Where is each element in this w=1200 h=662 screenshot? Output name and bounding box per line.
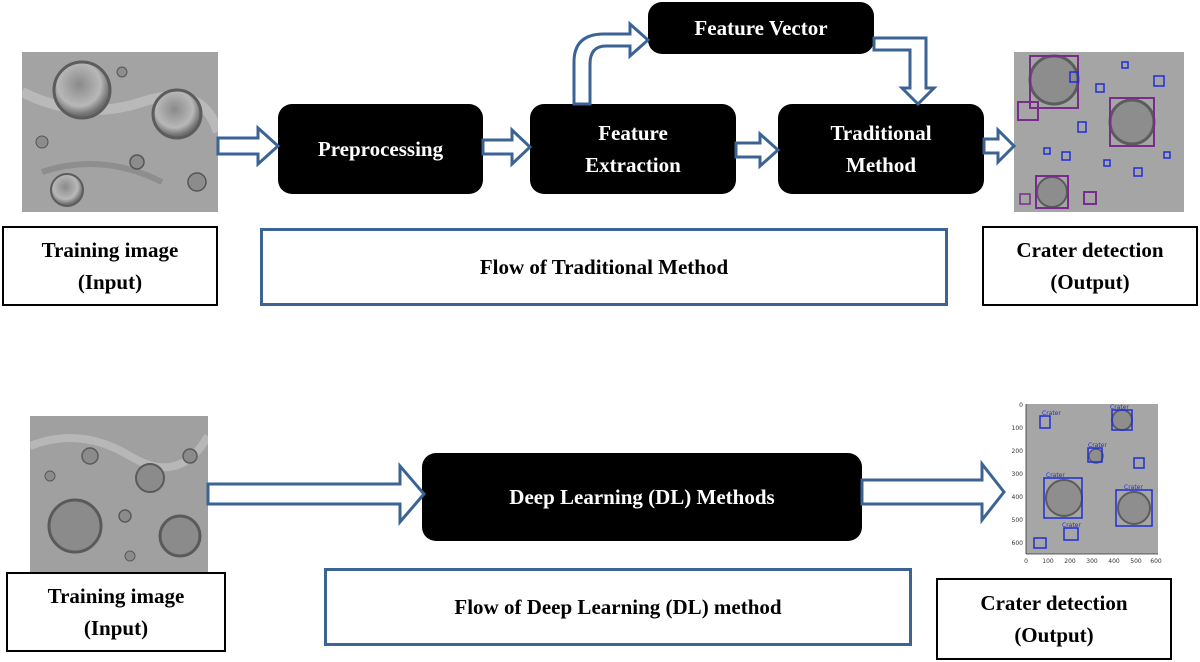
- dl-flow-label: Flow of Deep Learning (DL) method: [324, 568, 912, 646]
- dl-input-label-line2: (Input): [83, 616, 149, 640]
- detection-box: [1063, 527, 1079, 541]
- dl-input-image: [30, 416, 208, 572]
- detection-box: [1121, 61, 1129, 69]
- traditional-output-label: Crater detection (Output): [982, 226, 1198, 306]
- dl-output-plot: Crater Crater Crater Crater Crater Crate…: [1004, 398, 1166, 568]
- detection-box: [1035, 175, 1069, 209]
- detection-box: [1133, 457, 1145, 469]
- traditional-input-image: [22, 52, 218, 212]
- y-tick-label: 100: [1012, 425, 1024, 432]
- detection-box: [1115, 489, 1153, 527]
- feature-extraction-label-line2: Extraction: [585, 153, 681, 177]
- dl-flow-label-text: Flow of Deep Learning (DL) method: [454, 594, 782, 619]
- y-tick-label: 600: [1012, 540, 1024, 547]
- detection-box: [1111, 409, 1133, 431]
- traditional-method-step: Traditional Method: [778, 104, 984, 194]
- traditional-method-label-line1: Traditional: [830, 121, 932, 145]
- x-tick-label: 500: [1130, 558, 1142, 565]
- detection-box: [1061, 151, 1071, 161]
- dl-output-label: Crater detection (Output): [936, 578, 1172, 660]
- feature-extraction-label-line1: Feature: [598, 121, 668, 145]
- crater-tag: Crater: [1046, 472, 1065, 479]
- crater-tag: Crater: [1062, 522, 1081, 529]
- deep-learning-step: Deep Learning (DL) Methods: [422, 453, 862, 541]
- detection-box: [1077, 121, 1087, 133]
- traditional-method-label-line2: Method: [846, 153, 916, 177]
- detection-box: [1069, 71, 1079, 83]
- y-tick-label: 400: [1012, 494, 1024, 501]
- curved-arrow-icon: [572, 20, 651, 106]
- dl-input-label: Training image (Input): [6, 572, 226, 652]
- x-tick-label: 600: [1150, 558, 1162, 565]
- detection-box: [1083, 191, 1097, 205]
- bent-arrow-icon: [872, 36, 938, 107]
- traditional-input-label-line2: (Input): [77, 270, 143, 294]
- dl-output-label-line2: (Output): [1014, 623, 1094, 647]
- traditional-output-image: [1014, 52, 1184, 212]
- arrow-right-icon: [860, 459, 1006, 525]
- detection-box: [1087, 447, 1103, 463]
- detection-box: [1163, 151, 1171, 159]
- traditional-output-label-line1: Crater detection: [1016, 238, 1164, 262]
- detection-box: [1043, 147, 1051, 155]
- dl-input-label-line1: Training image: [47, 584, 185, 608]
- detection-box: [1019, 193, 1031, 205]
- x-tick-label: 300: [1086, 558, 1098, 565]
- crater-tag: Crater: [1110, 404, 1129, 411]
- detection-box: [1095, 83, 1105, 93]
- crater-tag: Crater: [1042, 410, 1061, 417]
- traditional-input-label: Training image (Input): [2, 226, 218, 306]
- arrow-right-icon: [982, 126, 1017, 166]
- x-tick-label: 400: [1108, 558, 1120, 565]
- detection-box: [1133, 167, 1143, 177]
- traditional-flow-label: Flow of Traditional Method: [260, 228, 948, 306]
- y-tick-label: 300: [1012, 471, 1024, 478]
- arrow-right-icon: [734, 130, 781, 170]
- traditional-flow-label-text: Flow of Traditional Method: [479, 254, 729, 279]
- feature-extraction-step: Feature Extraction: [530, 104, 736, 194]
- preprocessing-label: Preprocessing: [317, 137, 444, 161]
- y-tick-label: 200: [1012, 448, 1024, 455]
- crater-tag: Crater: [1088, 442, 1107, 449]
- deep-learning-label: Deep Learning (DL) Methods: [509, 485, 775, 509]
- feature-vector-label: Feature Vector: [694, 16, 828, 40]
- detection-box: [1017, 101, 1039, 121]
- detection-box: [1033, 537, 1047, 549]
- preprocessing-step: Preprocessing: [278, 104, 483, 194]
- arrow-right-icon: [481, 126, 533, 168]
- detection-box: [1153, 75, 1165, 87]
- detection-box: [1109, 97, 1155, 147]
- x-tick-label: 0: [1024, 558, 1028, 565]
- dl-output-label-line1: Crater detection: [980, 591, 1128, 615]
- y-tick-label: 500: [1012, 517, 1024, 524]
- detection-box: [1039, 415, 1051, 429]
- detection-box: [1043, 477, 1083, 519]
- crater-tag: Crater: [1124, 484, 1143, 491]
- arrow-right-icon: [206, 461, 426, 527]
- x-tick-label: 100: [1042, 558, 1054, 565]
- feature-vector-step: Feature Vector: [648, 2, 874, 54]
- traditional-input-label-line1: Training image: [41, 238, 179, 262]
- arrow-right-icon: [216, 124, 281, 168]
- traditional-output-label-line2: (Output): [1050, 270, 1130, 294]
- detection-box: [1103, 159, 1111, 167]
- y-tick-label: 0: [1019, 402, 1023, 409]
- x-tick-label: 200: [1064, 558, 1076, 565]
